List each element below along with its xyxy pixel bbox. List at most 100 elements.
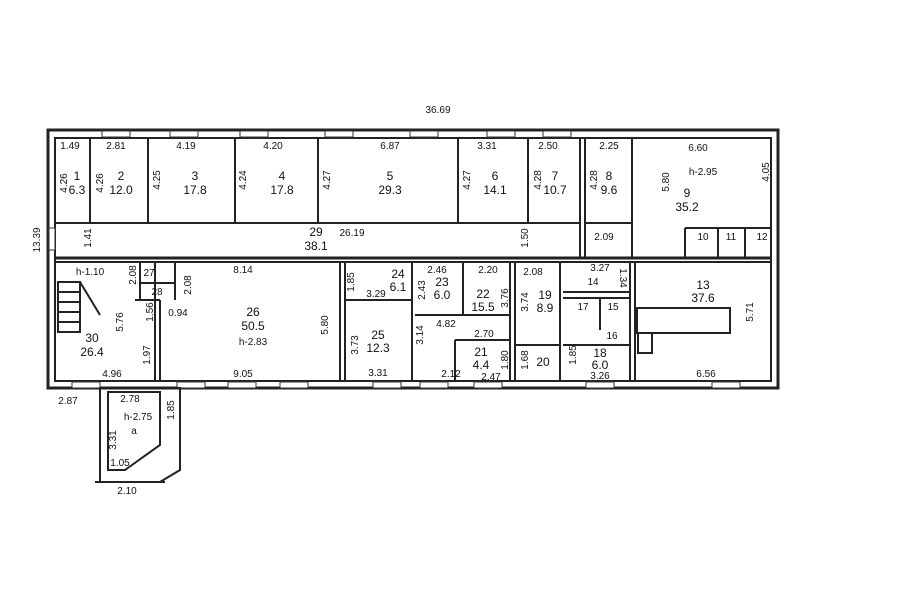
dimension: 2.20	[478, 265, 498, 276]
dimension: 4.27	[322, 170, 333, 190]
dimension: 2.10	[117, 486, 137, 497]
dimension: 4.26	[59, 173, 70, 193]
room-11-number: 11	[726, 232, 737, 243]
room-9-area: 35.2	[675, 200, 699, 214]
room-25-number: 25	[371, 328, 385, 342]
dimension: 3.73	[350, 335, 361, 355]
dimension-labels: 1.49 4.26 2.81 4.26 4.19 4.25 4.20 4.24 …	[58, 141, 772, 497]
room-17-number: 17	[577, 302, 589, 313]
room-30-number: 30	[85, 331, 99, 345]
room-8-number: 8	[606, 169, 613, 183]
dimension: 1.34	[617, 268, 628, 288]
dimension: 5.80	[661, 172, 672, 192]
room-13-area: 37.6	[691, 291, 715, 305]
dimension: 2.50	[538, 141, 558, 152]
room-22-number: 22	[476, 287, 490, 301]
room-2-area: 12.0	[109, 183, 133, 197]
room-16-number: 16	[606, 331, 618, 342]
dimension: 8.14	[233, 265, 253, 276]
dimension: 4.05	[761, 162, 772, 182]
windows	[48, 130, 741, 389]
room-29-number: 29	[309, 225, 323, 239]
room-29-area: 38.1	[304, 239, 328, 253]
room-14-number: 14	[587, 277, 599, 288]
room-18-number: 18	[593, 346, 607, 360]
room-30-area: 26.4	[80, 345, 104, 359]
dimension: 1.85	[346, 272, 357, 292]
dimension: 1.56	[145, 302, 156, 322]
room-3-area: 17.8	[183, 183, 207, 197]
dimension: 4.26	[95, 173, 106, 193]
room-1-area: 6.3	[69, 183, 86, 197]
dimension: 3.74	[520, 292, 531, 312]
dimension: 1.80	[500, 350, 511, 370]
annex-outline	[99, 387, 181, 483]
dimension: 2.43	[417, 280, 428, 300]
room-8-area: 9.6	[601, 183, 618, 197]
room-26-height: h-2.83	[239, 337, 268, 348]
room-2-number: 2	[118, 169, 125, 183]
dimension: 26.19	[339, 228, 364, 239]
dimension: 2.12	[441, 369, 461, 380]
dimension: 3.29	[366, 289, 386, 300]
dimension: 4.27	[462, 170, 473, 190]
dimension: 3.31	[108, 430, 119, 450]
annex-number: a	[131, 426, 137, 437]
dimension: 3.27	[590, 263, 610, 274]
dimension: 2.09	[594, 232, 614, 243]
room-24-area: 6.1	[390, 280, 407, 294]
dimension: 2.08	[523, 267, 543, 278]
dimension: 5.76	[115, 312, 126, 332]
room-25-area: 12.3	[366, 341, 390, 355]
room-12-number: 12	[756, 232, 768, 243]
room-9-number: 9	[684, 186, 691, 200]
room-6-number: 6	[492, 169, 499, 183]
room-22-area: 15.5	[471, 300, 495, 314]
dimension: 1.85	[568, 345, 579, 365]
room-5-number: 5	[387, 169, 394, 183]
dimension: 4.25	[152, 170, 163, 190]
dimension: 4.28	[589, 170, 600, 190]
overall-length: 36.69	[425, 105, 450, 116]
dimension: 5.71	[745, 302, 756, 322]
room-19-area: 8.9	[537, 301, 554, 315]
room-5-area: 29.3	[378, 183, 402, 197]
room-26-area: 50.5	[241, 319, 265, 333]
dimension: 1.50	[520, 228, 531, 248]
dimension: 1.41	[83, 228, 94, 248]
dimension: 2.08	[183, 275, 194, 295]
dimension: 5.80	[320, 315, 331, 335]
room-20-number: 20	[536, 355, 550, 369]
dimension: 0.94	[168, 308, 188, 319]
dimension: 1.85	[166, 400, 177, 420]
dimension: 2.78	[120, 394, 140, 405]
dimension: 4.24	[238, 170, 249, 190]
room-27-number: 27	[143, 268, 155, 279]
dimension: 3.31	[477, 141, 497, 152]
dimension: 1.05	[110, 458, 130, 469]
dimension: 2.47	[481, 372, 501, 383]
dimension: 4.20	[263, 141, 283, 152]
room-13-number: 13	[696, 278, 710, 292]
dimension: 1.97	[142, 345, 153, 365]
outer-wall	[46, 128, 780, 390]
dimension: 1.49	[60, 141, 80, 152]
room-6-area: 14.1	[483, 183, 507, 197]
dimension: 3.31	[368, 368, 388, 379]
room-21-number: 21	[474, 345, 488, 359]
room-7-number: 7	[552, 169, 559, 183]
annex-inner	[107, 391, 161, 471]
dimension: 4.28	[533, 170, 544, 190]
room-18-area: 6.0	[592, 358, 609, 372]
room-1-number: 1	[74, 169, 81, 183]
room-labels: 16.3 212.0 317.8 417.8 529.3 614.1 710.7…	[69, 167, 768, 437]
room-9-height: h-2.95	[689, 167, 718, 178]
room-28-number: 28	[151, 287, 163, 298]
room-21-area: 4.4	[473, 358, 490, 372]
dimension: 3.14	[415, 325, 426, 345]
room-23-area: 6.0	[434, 288, 451, 302]
dimension: 6.56	[696, 369, 716, 380]
staircase-icon	[57, 281, 653, 354]
room-23-number: 23	[435, 275, 449, 289]
